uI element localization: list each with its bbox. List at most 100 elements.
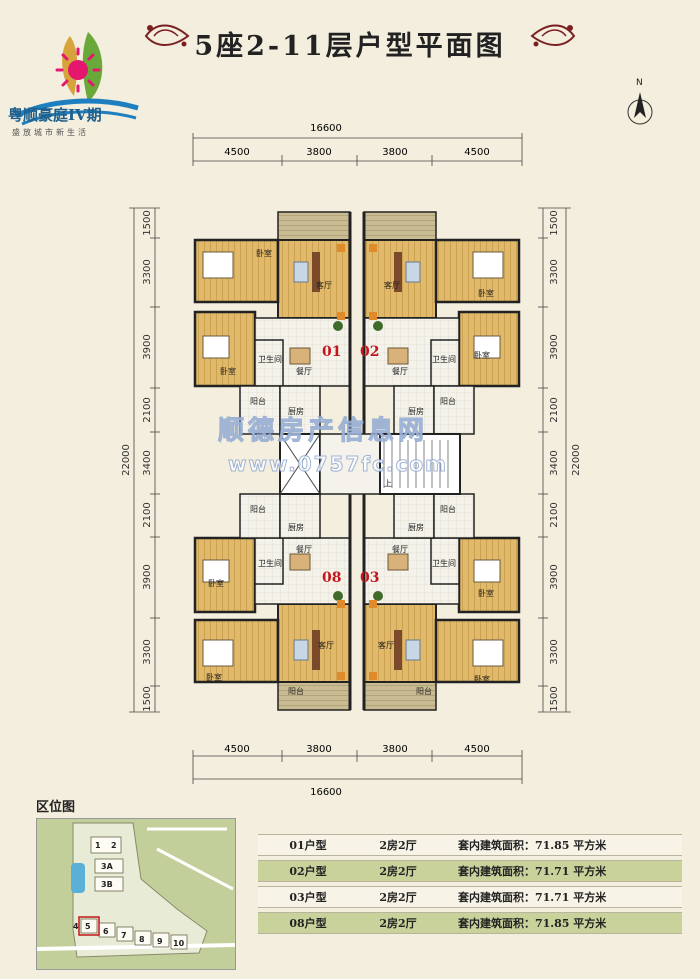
dim-left-7: 3900 (142, 564, 153, 589)
watermark-text: 顺德房产信息网 (217, 416, 429, 447)
room-label-bedroom: 卧室 (478, 588, 494, 598)
room-label-kitchen: 厨房 (288, 522, 304, 532)
table-row: 02户型 2房2厅 套内建筑面积：71.71 平方米 (258, 860, 682, 882)
dim-top-2: 3800 (306, 147, 331, 158)
stair-up-label: 上 (384, 479, 392, 488)
unit-label-02: 02 (360, 344, 379, 360)
block-label-7: 7 (121, 931, 127, 940)
dim-left-6: 2100 (142, 502, 153, 527)
unit-type-cell: 02户型 (289, 865, 327, 878)
block-label-9: 9 (157, 937, 163, 946)
room-label-dining: 餐厅 (296, 367, 312, 376)
compass-label: N (636, 78, 643, 88)
dim-right-5: 3400 (549, 450, 560, 475)
table-row: 03户型 2房2厅 套内建筑面积：71.71 平方米 (258, 886, 682, 908)
title-ornament-right (530, 24, 576, 47)
dim-left-9: 1500 (142, 686, 153, 711)
room-label-bedroom: 卧室 (206, 672, 222, 682)
north-arrow-icon (627, 92, 653, 125)
title-ornament-left (144, 24, 190, 47)
dim-left-1: 1500 (142, 210, 153, 235)
room-label-bathroom: 卫生间 (432, 558, 456, 568)
block-label-1: 1 (95, 841, 101, 850)
room-label-kitchen: 厨房 (408, 406, 424, 416)
block-label-3a: 3A (101, 862, 114, 871)
room-label-balcony: 阳台 (440, 504, 456, 514)
dim-right-9: 1500 (549, 686, 560, 711)
dim-bottom-1: 4500 (224, 744, 249, 755)
room-label-balcony: 阳台 (250, 504, 266, 514)
dim-overall-width-top: 16600 (310, 123, 342, 134)
room-label-balcony: 阳台 (440, 396, 456, 406)
block-label-6: 6 (103, 927, 109, 936)
room-label-dining: 餐厅 (392, 367, 408, 376)
room-label-bathroom: 卫生间 (258, 354, 282, 364)
layout-cell: 2房2厅 (379, 891, 417, 904)
area-cell: 套内建筑面积：71.85 平方米 (458, 839, 607, 852)
block-label-8: 8 (139, 935, 145, 944)
room-label-kitchen: 厨房 (408, 522, 424, 532)
dim-left-3: 3900 (142, 334, 153, 359)
dim-right-3: 3900 (549, 334, 560, 359)
dim-left-8: 3300 (142, 639, 153, 664)
dim-top-3: 3800 (382, 147, 407, 158)
room-label-dining: 餐厅 (392, 545, 408, 554)
dim-overall-height-left: 22000 (121, 444, 132, 476)
table-row: 08户型 2房2厅 套内建筑面积：71.85 平方米 (258, 912, 682, 934)
brand-slogan: 盛放城市新生活 (12, 128, 89, 137)
room-label-bedroom: 卧室 (256, 248, 272, 258)
floor-plan: 上 (121, 123, 582, 798)
area-table: 01户型 2房2厅 套内建筑面积：71.85 平方米 02户型 2房2厅 套内建… (258, 834, 682, 938)
dim-right-6: 2100 (549, 502, 560, 527)
room-label-balcony: 阳台 (250, 396, 266, 406)
room-label-bedroom: 卧室 (208, 578, 224, 588)
brand-logo (14, 32, 139, 126)
dim-right-1: 1500 (549, 210, 560, 235)
block-label-2: 2 (111, 841, 117, 850)
unit-type-cell: 01户型 (289, 839, 327, 852)
room-label-bedroom: 卧室 (478, 288, 494, 298)
room-label-kitchen: 厨房 (288, 406, 304, 416)
dim-right-8: 3300 (549, 639, 560, 664)
dim-bottom-3: 3800 (382, 744, 407, 755)
dim-top-1: 4500 (224, 147, 249, 158)
table-row: 01户型 2房2厅 套内建筑面积：71.85 平方米 (258, 834, 682, 856)
room-label-balcony: 阳台 (288, 686, 304, 696)
block-label-5: 5 (85, 922, 91, 931)
unit-type-cell: 08户型 (289, 917, 327, 930)
dim-right-7: 3900 (549, 564, 560, 589)
unit-label-01: 01 (322, 344, 341, 360)
area-cell: 套内建筑面积：71.71 平方米 (458, 865, 607, 878)
room-label-living: 客厅 (378, 640, 394, 650)
dim-overall-height-right: 22000 (571, 444, 582, 476)
layout-cell: 2房2厅 (379, 839, 417, 852)
dim-right-4: 2100 (549, 397, 560, 422)
brand-name: 粤顺豪庭IV期 (8, 106, 102, 124)
unit-label-03: 03 (360, 570, 379, 586)
dim-overall-width-bottom: 16600 (310, 787, 342, 798)
location-map: 1 2 3A 3B 4 5 6 7 8 9 10 (36, 818, 236, 970)
room-label-bedroom: 卧室 (474, 674, 490, 684)
dim-left-4: 2100 (142, 397, 153, 422)
block-label-4: 4 (73, 922, 79, 931)
room-label-living: 客厅 (316, 280, 332, 290)
block-label-3b: 3B (101, 880, 113, 889)
dim-right-2: 3300 (549, 259, 560, 284)
unit-label-08: 08 (322, 570, 341, 586)
room-label-living: 客厅 (384, 280, 400, 290)
layout-cell: 2房2厅 (379, 865, 417, 878)
dim-left-5: 3400 (142, 450, 153, 475)
room-label-dining: 餐厅 (296, 545, 312, 554)
unit-type-cell: 03户型 (289, 891, 327, 904)
dim-top-4: 4500 (464, 147, 489, 158)
location-map-title: 区位图 (36, 800, 76, 815)
room-label-bedroom: 卧室 (220, 366, 236, 376)
room-label-bedroom: 卧室 (474, 350, 490, 360)
dim-left-2: 3300 (142, 259, 153, 284)
layout-cell: 2房2厅 (379, 917, 417, 930)
page-title: 5座2-11层户型平面图 (194, 31, 506, 62)
watermark-url: www.0757fc.com (227, 452, 449, 477)
room-label-balcony: 阳台 (416, 686, 432, 696)
area-cell: 套内建筑面积：71.85 平方米 (458, 917, 607, 930)
dim-bottom-2: 3800 (306, 744, 331, 755)
